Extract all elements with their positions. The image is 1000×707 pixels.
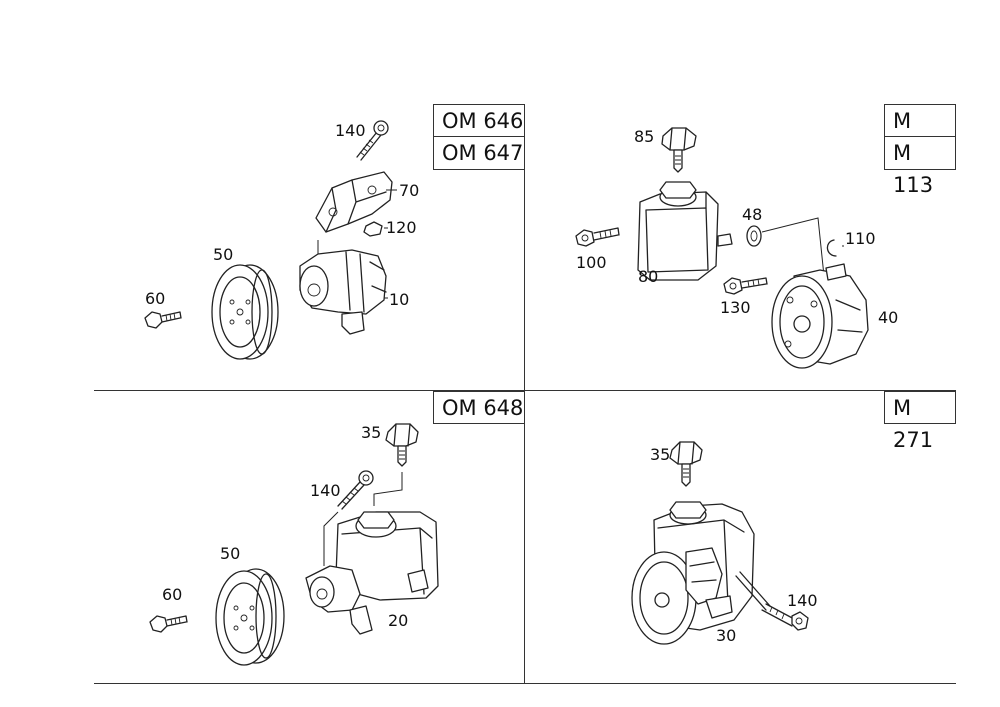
callout-q1-10: 10 (389, 290, 410, 309)
callout-q3-50: 50 (220, 544, 241, 563)
q2-bolt-130 (723, 277, 768, 295)
callout-q4-35: 35 (650, 445, 671, 464)
q4-pump-30 (631, 501, 755, 645)
engine-label-m113: M 113 (884, 136, 956, 197)
callout-q3-60: 60 (162, 585, 183, 604)
q1-nut-120 (363, 221, 388, 237)
callout-q3-20: 20 (388, 611, 409, 630)
q4-bolt-140 (735, 571, 809, 631)
engine-label-m271: M 271 (884, 391, 956, 452)
q2-washer-48 (746, 217, 825, 277)
callout-q2-85: 85 (634, 127, 655, 146)
engine-label-om648: OM 648 (433, 391, 525, 424)
q2-bolt-100 (575, 227, 620, 247)
q4-cap-35 (669, 441, 703, 487)
q3-bolt-140 (323, 470, 374, 566)
q1-pump-10 (299, 240, 388, 335)
callout-q1-70: 70 (399, 181, 420, 200)
callout-q2-100: 100 (576, 253, 607, 272)
bottom-rule (94, 683, 956, 684)
callout-q2-40: 40 (878, 308, 899, 327)
q2-clip-110 (826, 239, 844, 257)
callout-q2-80: 80 (638, 267, 659, 286)
q2-pump-40 (771, 263, 869, 369)
horizontal-divider (94, 390, 956, 391)
callout-q1-140: 140 (335, 121, 366, 140)
callout-q1-120: 120 (386, 218, 417, 237)
callout-q1-50: 50 (213, 245, 234, 264)
q3-pump-20 (305, 511, 439, 635)
callout-q3-35: 35 (361, 423, 382, 442)
q1-bracket-70 (315, 171, 397, 233)
q1-bolt-60 (144, 311, 182, 329)
callout-q4-30: 30 (716, 626, 737, 645)
q2-cap-85 (661, 127, 697, 173)
callout-q2-130: 130 (720, 298, 751, 317)
engine-label-om646: OM 646 (433, 104, 525, 137)
callout-q2-48: 48 (742, 205, 763, 224)
callout-q3-140: 140 (310, 481, 341, 500)
q2-reservoir-80 (637, 181, 733, 281)
q1-pulley-50 (211, 264, 279, 360)
engine-label-om647: OM 647 (433, 136, 525, 170)
q1-bolt-140 (356, 120, 389, 161)
callout-q4-140: 140 (787, 591, 818, 610)
callout-q1-60: 60 (145, 289, 166, 308)
callout-q2-110: 110 (845, 229, 876, 248)
q3-pulley-50 (215, 568, 285, 666)
q3-cap-35 (373, 423, 419, 506)
q3-bolt-60 (149, 615, 188, 633)
